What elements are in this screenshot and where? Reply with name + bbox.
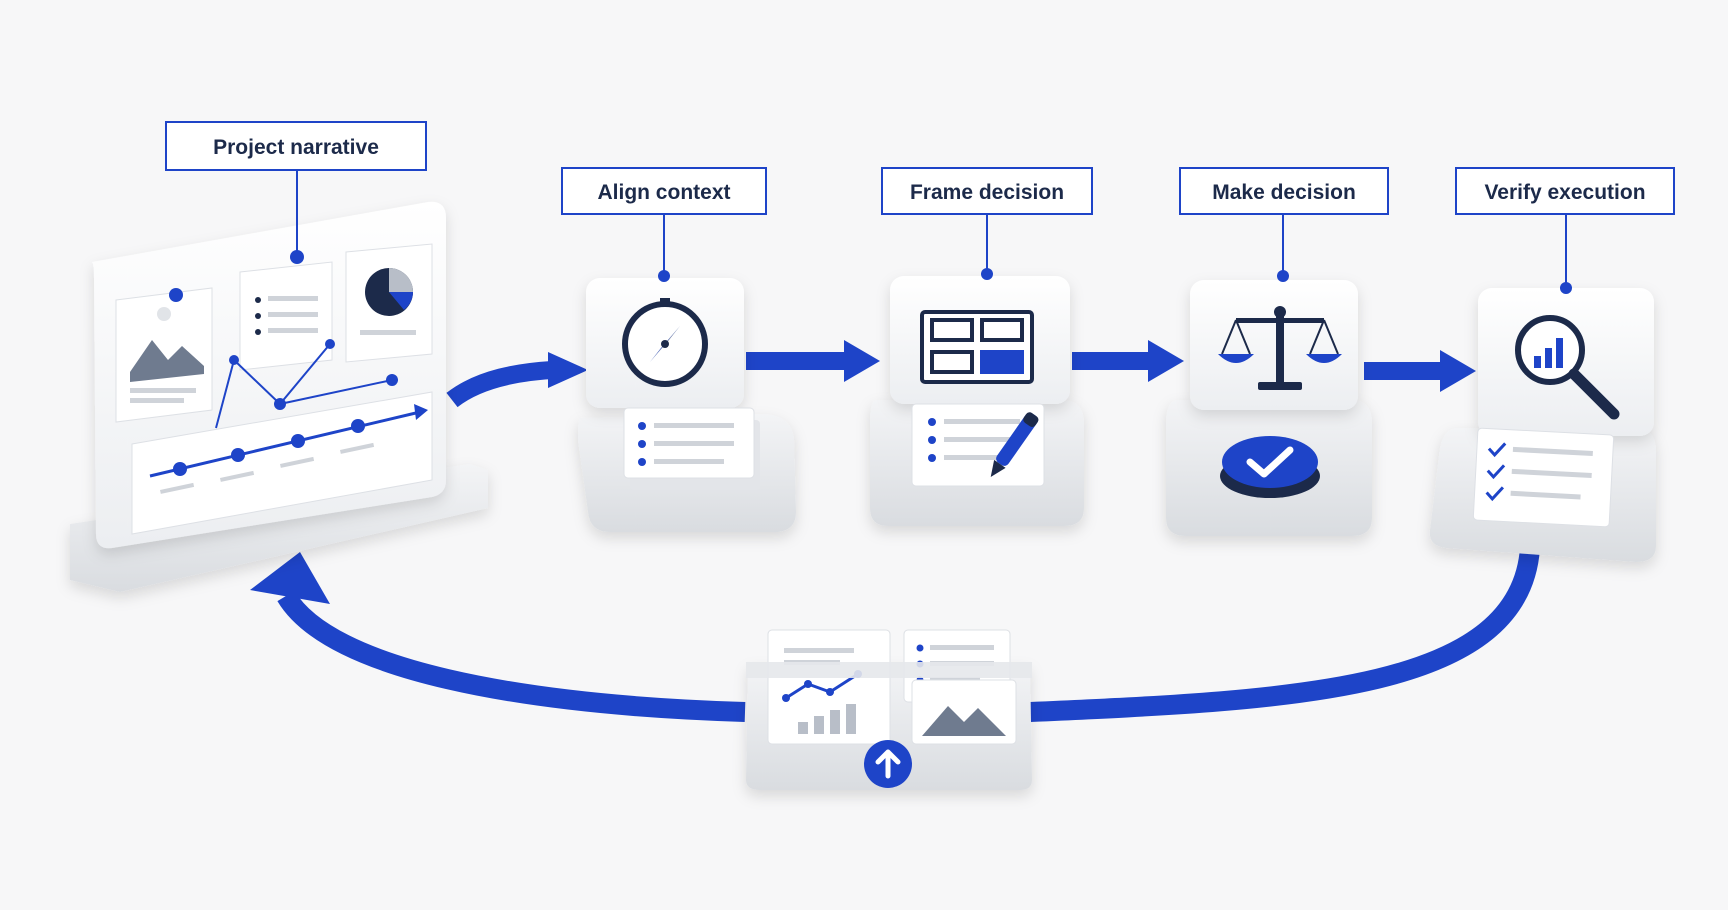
checkmark-icon	[1246, 446, 1294, 478]
pin-dot	[169, 288, 183, 302]
frame-decision-station	[870, 276, 1084, 526]
align-context-station	[578, 278, 796, 532]
frame-decision-label: Frame decision	[910, 181, 1064, 204]
loop-arrow-head	[250, 552, 330, 604]
feedback-tray	[746, 629, 1032, 790]
mountain-icon	[130, 340, 204, 382]
make-decision-station	[1166, 280, 1372, 536]
arrow-frame-to-make	[1072, 352, 1150, 370]
project-narrative-label: Project narrative	[213, 136, 379, 159]
layout-icon	[920, 310, 1034, 384]
station-panel	[1190, 280, 1358, 410]
pin-dot	[290, 250, 304, 264]
list-card	[239, 261, 333, 371]
pie-card	[345, 243, 433, 363]
scales-icon	[1218, 306, 1342, 390]
arrow-up-icon	[864, 740, 912, 788]
image-card	[911, 679, 1017, 745]
verify-execution-label: Verify execution	[1484, 181, 1645, 204]
checklist-card	[1472, 427, 1615, 528]
magnifier-chart-icon	[1515, 315, 1620, 420]
check-badge	[1220, 436, 1320, 498]
project-narrative-board	[70, 201, 488, 592]
label-frame-decision: Frame decision	[881, 167, 1093, 280]
arrow-make-to-verify	[1364, 362, 1442, 380]
arrow-narrative-to-align	[446, 361, 553, 408]
loop-arrow-left-segment	[277, 590, 746, 722]
label-align-context: Align context	[561, 167, 767, 282]
notepad	[911, 403, 1045, 487]
verify-execution-station	[1429, 288, 1656, 562]
make-decision-label: Make decision	[1212, 181, 1356, 204]
flow-arrows	[446, 340, 1476, 408]
timeline-card	[131, 391, 433, 535]
feedback-loop	[250, 538, 1540, 722]
label-verify-execution: Verify execution	[1455, 167, 1675, 294]
label-project-narrative: Project narrative	[165, 121, 427, 255]
compass-icon	[622, 298, 708, 387]
mountain-icon	[922, 706, 1006, 736]
align-context-label: Align context	[597, 181, 730, 204]
pen-icon	[990, 412, 1039, 477]
loop-arrow-right-segment	[1020, 538, 1540, 722]
chart-card	[767, 629, 891, 745]
image-card	[115, 287, 213, 423]
arrow-align-to-frame	[746, 352, 846, 370]
document-stack	[623, 407, 760, 490]
label-make-decision: Make decision	[1179, 167, 1389, 282]
